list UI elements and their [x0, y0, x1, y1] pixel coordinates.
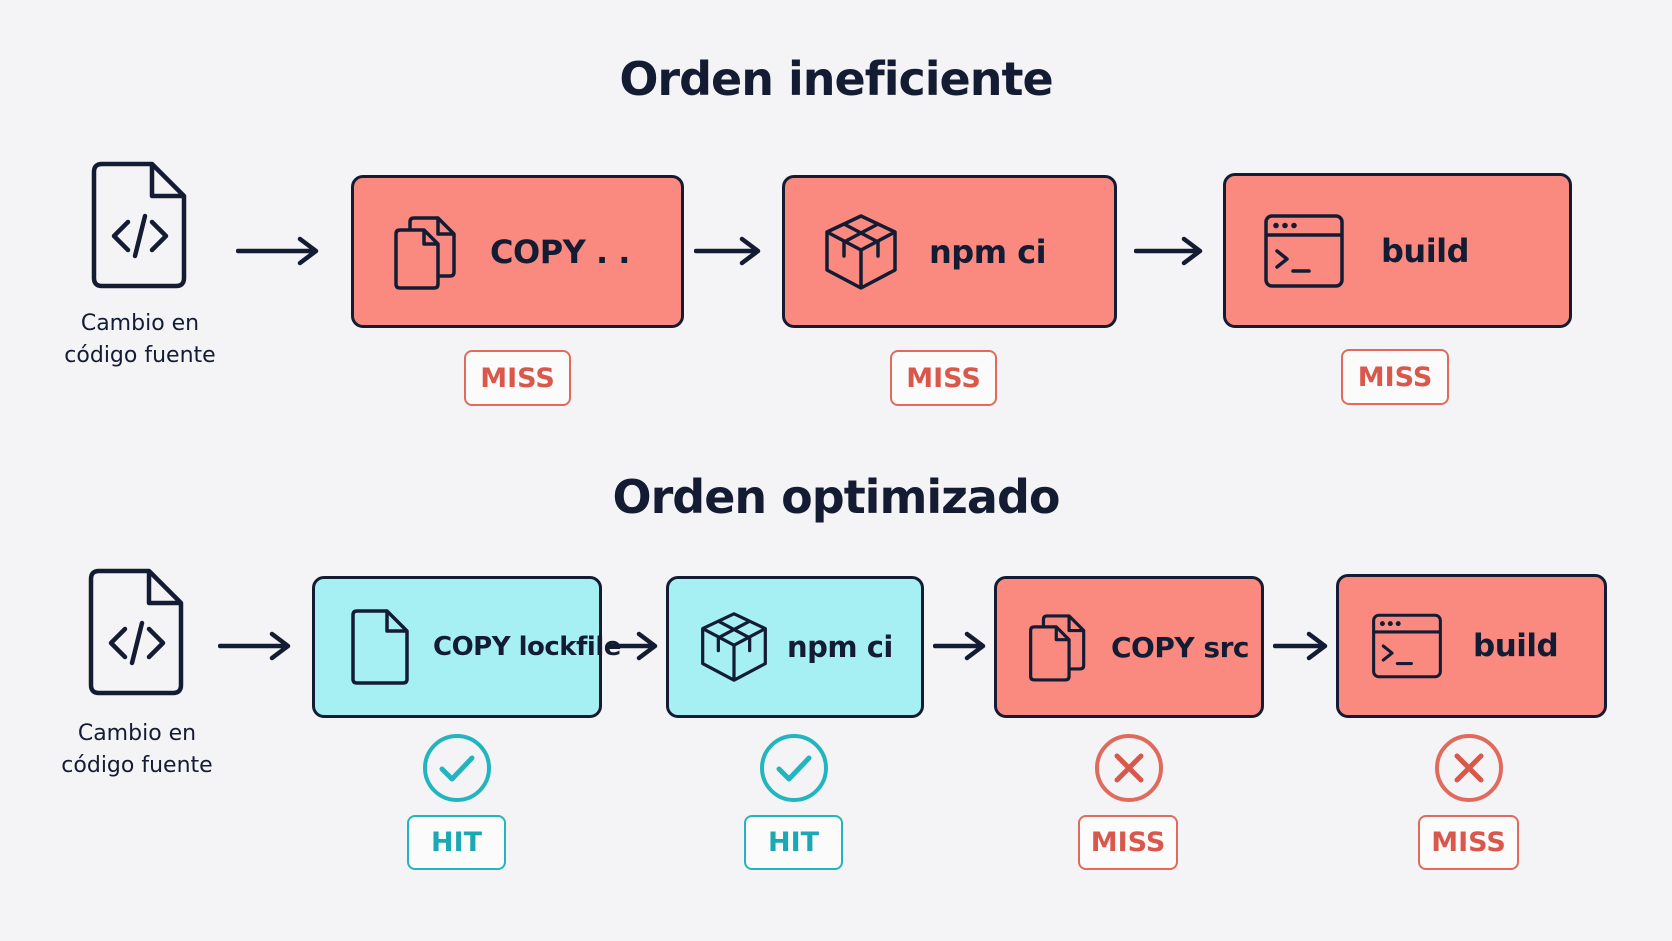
package-box-icon: [701, 612, 767, 682]
step-copy-all: COPY . .: [351, 175, 684, 328]
x-circle-icon: [1435, 734, 1503, 802]
source-label-line2: código fuente: [64, 343, 216, 368]
arrow-right-icon: [236, 236, 319, 266]
step-label: COPY . .: [490, 232, 630, 271]
terminal-window-icon: [1264, 213, 1344, 288]
step-label: COPY src: [1111, 630, 1249, 664]
arrow-right-icon: [1134, 236, 1203, 266]
status-badge-hit: HIT: [744, 815, 843, 870]
arrow-right-icon: [218, 631, 291, 661]
step-label: COPY lockfile: [433, 632, 621, 662]
step-label: build: [1381, 231, 1470, 270]
file-icon: [351, 609, 409, 685]
section-title-inefficient: Orden ineficiente: [619, 52, 1053, 106]
step-build: build: [1223, 173, 1572, 328]
status-badge-hit: HIT: [407, 815, 506, 870]
check-circle-icon: [423, 734, 491, 802]
step-label: build: [1473, 628, 1559, 664]
code-file-icon: [91, 161, 187, 289]
source-change-label: Cambio en código fuente: [17, 718, 257, 782]
step-label: npm ci: [929, 232, 1047, 271]
status-badge-miss: MISS: [1418, 815, 1519, 870]
status-badge-miss: MISS: [1078, 815, 1178, 870]
terminal-window-icon: [1372, 613, 1442, 679]
step-label: npm ci: [787, 630, 893, 664]
source-label-line1: Cambio en: [77, 721, 197, 746]
copy-files-icon: [1029, 614, 1086, 682]
check-circle-icon: [760, 734, 828, 802]
step-npm-ci: npm ci: [666, 576, 924, 718]
status-badge-miss: MISS: [1341, 349, 1449, 405]
step-build: build: [1336, 574, 1607, 718]
x-circle-icon: [1095, 734, 1163, 802]
arrow-right-icon: [607, 631, 658, 661]
step-copy-lockfile: COPY lockfile: [312, 576, 621, 718]
arrow-right-icon: [1273, 631, 1328, 661]
source-label-line1: Cambio en: [80, 311, 200, 336]
arrow-right-icon: [694, 236, 761, 266]
copy-files-icon: [394, 215, 456, 290]
section-title-optimized: Orden optimizado: [612, 470, 1060, 524]
code-file-icon: [88, 568, 184, 696]
status-badge-miss: MISS: [464, 350, 571, 406]
step-copy-src: COPY src: [994, 576, 1264, 718]
source-change-label: Cambio en código fuente: [20, 308, 260, 372]
source-label-line2: código fuente: [61, 753, 213, 778]
arrow-right-icon: [933, 631, 986, 661]
package-box-icon: [825, 213, 897, 290]
step-npm-ci: npm ci: [782, 175, 1117, 328]
status-badge-miss: MISS: [890, 350, 997, 406]
